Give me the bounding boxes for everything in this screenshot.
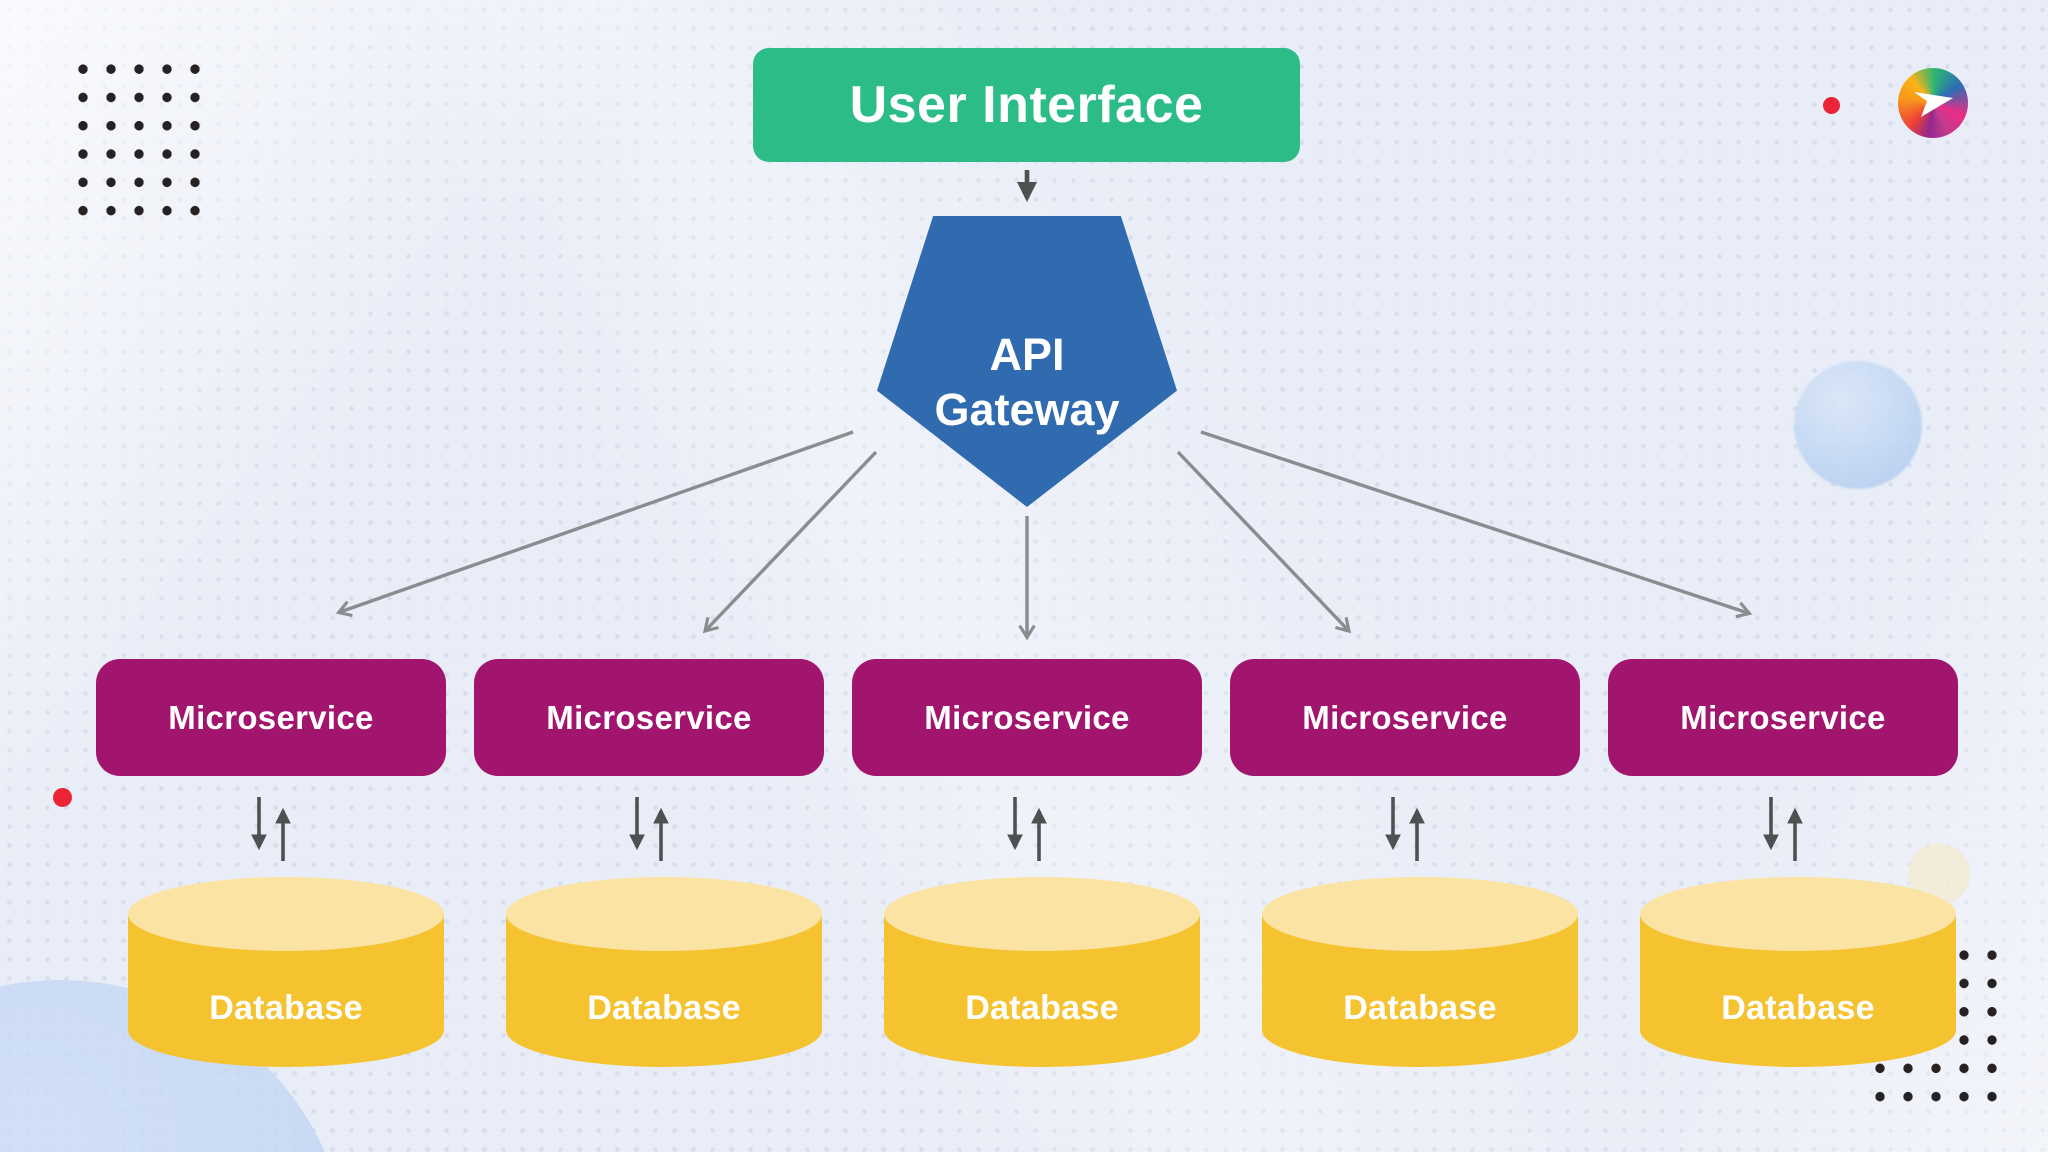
database-cylinder-top [1262,877,1578,951]
api-gateway-label-line1: API [989,329,1065,380]
arrow-gateway-to-microservice-2 [702,450,878,634]
decor-red-dot-top-right [1823,97,1840,114]
user-interface-node: User Interface [753,48,1300,162]
database-node: Database [884,877,1200,1067]
database-node: Database [128,877,444,1067]
database-label: Database [209,989,363,1027]
database-label: Database [587,989,741,1027]
microservice-label: Microservice [168,698,374,736]
database-label: Database [965,989,1119,1027]
database-node: Database [1262,877,1578,1067]
database-cylinder-top [506,877,822,951]
arrow-gateway-to-microservice-1 [335,430,854,617]
database-label: Database [1721,989,1875,1027]
decor-blue-circle-right [1794,361,1922,489]
microservice-label: Microservice [1302,698,1508,736]
service-column-3: Microservice Database [852,659,1202,1069]
user-interface-label: User Interface [849,76,1204,134]
database-cylinder-top [128,877,444,951]
decor-dot-grid-top-left [69,55,209,225]
microservice-node: Microservice [1230,659,1580,776]
decor-red-dot-left [53,788,72,807]
logo-play-arrow-icon [1914,92,1953,117]
microservice-label: Microservice [546,698,752,736]
database-label: Database [1343,989,1497,1027]
database-node: Database [506,877,822,1067]
service-column-1: Microservice Database [96,659,446,1069]
database-cylinder-top [1640,877,1956,951]
microservice-node: Microservice [474,659,824,776]
service-column-2: Microservice Database [474,659,824,1069]
microservice-node: Microservice [852,659,1202,776]
service-column-4: Microservice Database [1230,659,1580,1069]
database-cylinder-top [884,877,1200,951]
service-column-5: Microservice Database [1608,659,1958,1069]
microservice-node: Microservice [96,659,446,776]
brand-logo [1898,68,1968,138]
microservice-label: Microservice [924,698,1130,736]
database-node: Database [1640,877,1956,1067]
microservice-label: Microservice [1680,698,1886,736]
microservice-node: Microservice [1608,659,1958,776]
arrow-gateway-to-microservice-5 [1200,430,1753,619]
api-gateway-label-line2: Gateway [934,383,1120,435]
arrow-gateway-to-microservice-4 [1176,450,1352,634]
